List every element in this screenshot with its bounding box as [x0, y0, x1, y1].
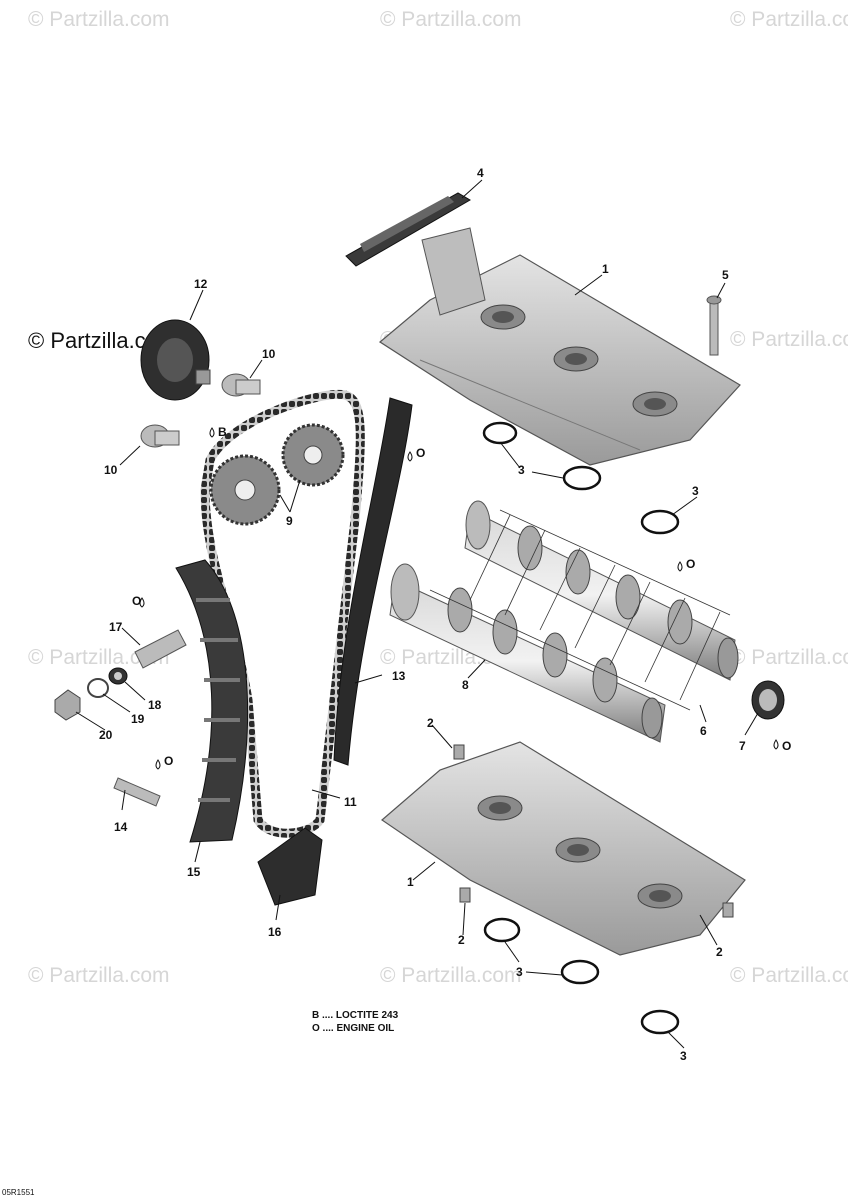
- symbol-loctite: B: [218, 425, 227, 439]
- part-2-dowel: [722, 902, 734, 918]
- callout-16: 16: [268, 925, 282, 939]
- drop-symbols: [139, 427, 779, 770]
- legend-engine-oil: O .... ENGINE OIL: [312, 1023, 395, 1034]
- part-18-spring: [108, 667, 128, 685]
- part-3-seal-ring: [483, 917, 521, 943]
- callout-3: 3: [692, 484, 699, 498]
- watermark: © Partzilla.com: [28, 646, 170, 669]
- callout-6: 6: [700, 724, 707, 738]
- symbol-oil: O: [416, 446, 426, 460]
- part-8-camshaft: [389, 563, 666, 743]
- part-4-chain-guide-rail: [345, 192, 471, 267]
- callout-9: 9: [286, 514, 293, 528]
- watermark: © Partzilla.com: [380, 8, 522, 31]
- part-1-upper-camshaft-carrier: [378, 227, 741, 466]
- part-2-dowel: [459, 887, 471, 903]
- part-15-tensioner-blade: [175, 559, 249, 843]
- part-10-bushing-lower: [140, 424, 180, 448]
- watermark: © Partzilla.com: [28, 8, 170, 31]
- part-3-seal-ring: [482, 421, 518, 445]
- watermark: © Partzilla.com: [28, 964, 170, 987]
- part-6-camshaft: [464, 500, 739, 681]
- watermark: © Partzilla.com: [730, 646, 848, 669]
- part-19-o-ring: [87, 678, 109, 698]
- part-2-dowel: [453, 744, 465, 760]
- leader-lines: [75, 179, 759, 1049]
- callout-15: 15: [187, 865, 201, 879]
- part-7-seal: [751, 680, 785, 720]
- callout-18: 18: [148, 698, 162, 712]
- symbol-oil: O: [686, 557, 696, 571]
- part-3-seal-ring: [560, 959, 600, 985]
- watermark: © Partzilla.com: [730, 328, 848, 351]
- callout-3: 3: [516, 965, 523, 979]
- callout-10: 10: [104, 463, 118, 477]
- part-14-pin: [113, 777, 161, 807]
- part-3-seal-ring: [640, 509, 680, 535]
- camshaft-lobe-leader-lines: [429, 509, 731, 711]
- callout-8: 8: [462, 678, 469, 692]
- callout-4: 4: [477, 166, 484, 180]
- symbol-oil: O: [782, 739, 792, 753]
- callout-10: 10: [262, 347, 276, 361]
- part-3-seal-ring: [562, 465, 602, 491]
- callout-2: 2: [427, 716, 434, 730]
- callout-2: 2: [716, 945, 723, 959]
- callout-1: 1: [602, 262, 609, 276]
- part-16-lower-guide: [257, 827, 323, 906]
- part-20-plug: [54, 689, 81, 721]
- callout-12: 12: [194, 277, 208, 291]
- part-13-chain-guide: [333, 397, 413, 766]
- legend-loctite: B .... LOCTITE 243: [312, 1010, 399, 1021]
- callout-20: 20: [99, 728, 113, 742]
- part-3-seal-ring: [640, 1009, 680, 1035]
- callout-7: 7: [739, 739, 746, 753]
- part-12-timing-cover: [140, 319, 211, 401]
- callout-17: 17: [109, 620, 123, 634]
- symbol-oil: O: [132, 594, 142, 608]
- callout-2: 2: [458, 933, 465, 947]
- part-9-sprocket-left: [209, 454, 281, 526]
- part-17-tensioner-plunger: [134, 629, 187, 669]
- callout-5: 5: [722, 268, 729, 282]
- callout-13: 13: [392, 669, 406, 683]
- callout-11: 11: [344, 795, 357, 809]
- callout-3: 3: [518, 463, 525, 477]
- part-1-lower-camshaft-carrier: [381, 741, 746, 956]
- part-10-bushing-upper: [221, 373, 261, 397]
- callout-3: 3: [680, 1049, 687, 1063]
- watermark: © Partzilla.com: [730, 8, 848, 31]
- watermark: © Partzilla.com: [730, 964, 848, 987]
- symbol-oil: O: [164, 754, 174, 768]
- watermark: © Partzilla.com: [380, 964, 522, 987]
- callout-14: 14: [114, 820, 128, 834]
- callout-1: 1: [407, 875, 414, 889]
- diagram-code: 05R1551: [2, 1188, 35, 1197]
- part-5-bolt: [706, 295, 722, 356]
- part-9-sprocket-right: [281, 423, 345, 487]
- callout-19: 19: [131, 712, 145, 726]
